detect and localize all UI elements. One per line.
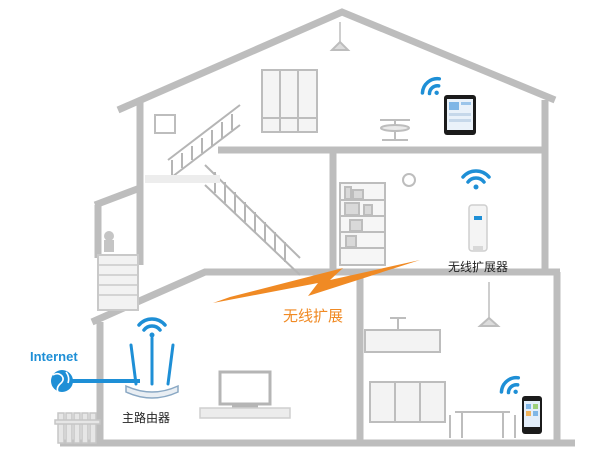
wifi-icon-extender (461, 169, 491, 190)
extender-icon (468, 204, 488, 252)
phone-icon (522, 396, 542, 434)
router-label: 主路由器 (122, 411, 171, 425)
house-outline (60, 8, 575, 447)
wifi-icon-router (137, 317, 167, 338)
extender-label: 无线扩展器 (448, 260, 509, 274)
tv-icon (199, 370, 291, 419)
tablet-icon (444, 95, 476, 135)
clock (402, 173, 416, 187)
wifi-icon-tablet (420, 76, 442, 96)
bookshelf (339, 182, 386, 266)
wireless-extension-label: 无线扩展 (283, 307, 344, 325)
kitchen-furniture (364, 282, 516, 438)
lightning-bolt-icon (213, 260, 420, 303)
router-icon (125, 336, 179, 399)
stairs (145, 104, 301, 276)
internet-label: Internet (30, 349, 78, 364)
plant (104, 231, 114, 252)
fence (54, 412, 101, 444)
globe-icon (51, 370, 73, 393)
wifi-icon-phone (499, 375, 521, 395)
attic-furniture (154, 22, 410, 141)
